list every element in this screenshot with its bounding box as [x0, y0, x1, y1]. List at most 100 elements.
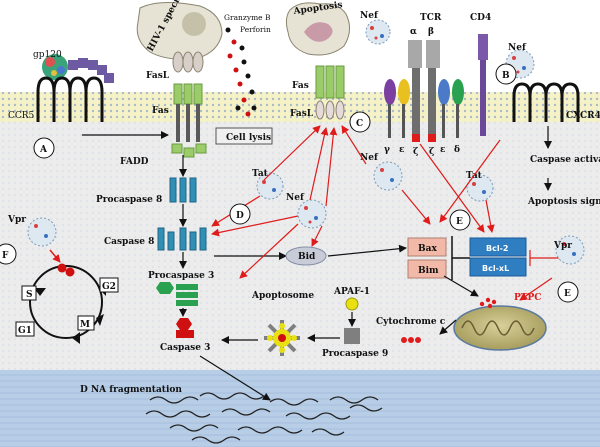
- gp120-label: gp120: [33, 50, 62, 60]
- svg-text:E: E: [564, 289, 571, 299]
- procaspase-3: [156, 282, 198, 306]
- beta-label: β: [428, 27, 434, 37]
- marker-e1: E: [449, 209, 471, 231]
- caspase-8: [157, 227, 207, 251]
- svg-text:E: E: [456, 217, 463, 227]
- gamma-label: γ: [384, 145, 390, 155]
- procaspase8-label: Procaspase 8: [96, 195, 162, 205]
- phase-s-box: [21, 285, 37, 301]
- phase-g1-box: [15, 321, 35, 337]
- bax-label: Bax: [418, 244, 437, 254]
- apaf1-protein: [345, 297, 359, 311]
- svg-text:A: A: [39, 145, 48, 155]
- dna-frag-arrow: [199, 355, 271, 401]
- procaspase3-label: Procaspase 3: [148, 271, 214, 281]
- alpha-label: α: [410, 27, 417, 37]
- epsilon2-label: ε: [440, 145, 445, 155]
- nef-protein-top: [365, 19, 391, 45]
- svg-text:C: C: [356, 119, 363, 129]
- cell-lysis-box: [215, 127, 273, 145]
- apaf1-label: APAF-1: [333, 287, 370, 297]
- granzyme-label: Granzyme B: [224, 13, 271, 22]
- bid-label: Bid: [298, 252, 316, 262]
- bcl2-label: Bcl-2: [486, 244, 508, 253]
- apoptosome-label: Apoptosome: [251, 291, 314, 301]
- bax-box: [407, 237, 447, 257]
- nef-protein-d: [297, 199, 327, 229]
- fas-mid-label: Fas: [292, 81, 309, 91]
- fasl-ctl: [172, 51, 204, 73]
- bcl2-box: [469, 237, 527, 257]
- nef-protein-mid: [373, 161, 403, 191]
- cytochrome-c-label: Cytochrome c: [376, 317, 446, 327]
- vpr-right-label: Vpr: [553, 241, 572, 251]
- cd4-label: CD4: [470, 13, 491, 23]
- fas-receptor-left: [173, 83, 203, 142]
- marker-e2: E: [557, 281, 579, 303]
- ptpc-complex: [479, 297, 497, 309]
- vpr-protein-right: [555, 235, 585, 265]
- caspase-3: [176, 318, 194, 338]
- fasl-top-label: FasL: [146, 71, 170, 81]
- bclxl-label: Bcl-xL: [482, 264, 509, 273]
- tat-mid-label: Tat: [252, 169, 269, 179]
- bclxl-box: [469, 257, 527, 277]
- perforin-label: Perforin: [240, 25, 271, 34]
- fadd: [171, 143, 207, 158]
- ctl-cell: [136, 2, 223, 60]
- apoptosis-signal-label: Apoptosis signal: [527, 197, 600, 207]
- cell-lysis-label: Cell lysis: [226, 133, 271, 143]
- fadd-label: FADD: [120, 157, 149, 167]
- apoptosome: [264, 320, 300, 356]
- dna-frag-label: D NA fragmentation: [80, 385, 182, 395]
- phase-g1-label: G1: [18, 326, 32, 336]
- red-arrows: [211, 125, 560, 301]
- gp120-protein: [42, 54, 68, 80]
- marker-c: C: [349, 111, 371, 133]
- zeta2-label: ζ: [429, 147, 434, 157]
- fas-top-label: Fas: [152, 106, 169, 116]
- ccr5-receptor: [36, 76, 104, 122]
- bim-label: Bim: [418, 266, 439, 276]
- procaspase9-label: Procaspase 9: [322, 349, 388, 359]
- phase-g2-label: G2: [102, 282, 116, 292]
- granzyme-perforin-dots: [225, 27, 257, 117]
- mitochondrion: [453, 305, 547, 351]
- phase-m-box: [77, 315, 95, 331]
- bid-protein: [285, 246, 327, 266]
- vpr-left-label: Vpr: [7, 215, 26, 225]
- caspase8-label: Caspase 8: [104, 237, 154, 247]
- vpr-protein-left: [27, 217, 57, 247]
- cytochrome-c: [401, 337, 421, 343]
- procaspase-8: [169, 177, 197, 203]
- caspase-activation-label: Caspase activation: [530, 155, 600, 165]
- tat-protein-mid: [256, 172, 284, 200]
- delta-label: δ: [454, 145, 460, 155]
- phase-g2-box: [99, 277, 119, 293]
- tcr-complex: [384, 40, 464, 142]
- fas-receptor-mid: [315, 65, 345, 120]
- procaspase9-protein: [344, 328, 360, 344]
- caspase3-label: Caspase 3: [160, 343, 210, 353]
- svg-text:B: B: [502, 71, 510, 81]
- apoptotic-cell: [285, 2, 350, 56]
- nef-mid-label: Nef: [360, 153, 379, 163]
- tat-protein-right: [466, 174, 494, 202]
- phase-m-label: M: [80, 320, 90, 330]
- nef-cd4-label: Nef: [508, 43, 527, 53]
- gp120-stalk: [68, 58, 114, 83]
- marker-b: B: [495, 63, 517, 85]
- ccr5-label: CCR5: [8, 111, 35, 121]
- cxcr4-receptor: [512, 82, 580, 122]
- dna-fragments: [145, 392, 383, 444]
- nucleus: [0, 370, 600, 447]
- svg-text:D: D: [236, 211, 244, 221]
- bim-box: [407, 259, 447, 279]
- cd4-receptor: [478, 34, 488, 136]
- tcr-label: TCR: [420, 13, 442, 23]
- nef-top-label: Nef: [360, 11, 379, 21]
- epsilon1-label: ε: [399, 145, 404, 155]
- svg-text:F: F: [2, 251, 9, 261]
- ptpc-label: PTPC: [514, 293, 541, 303]
